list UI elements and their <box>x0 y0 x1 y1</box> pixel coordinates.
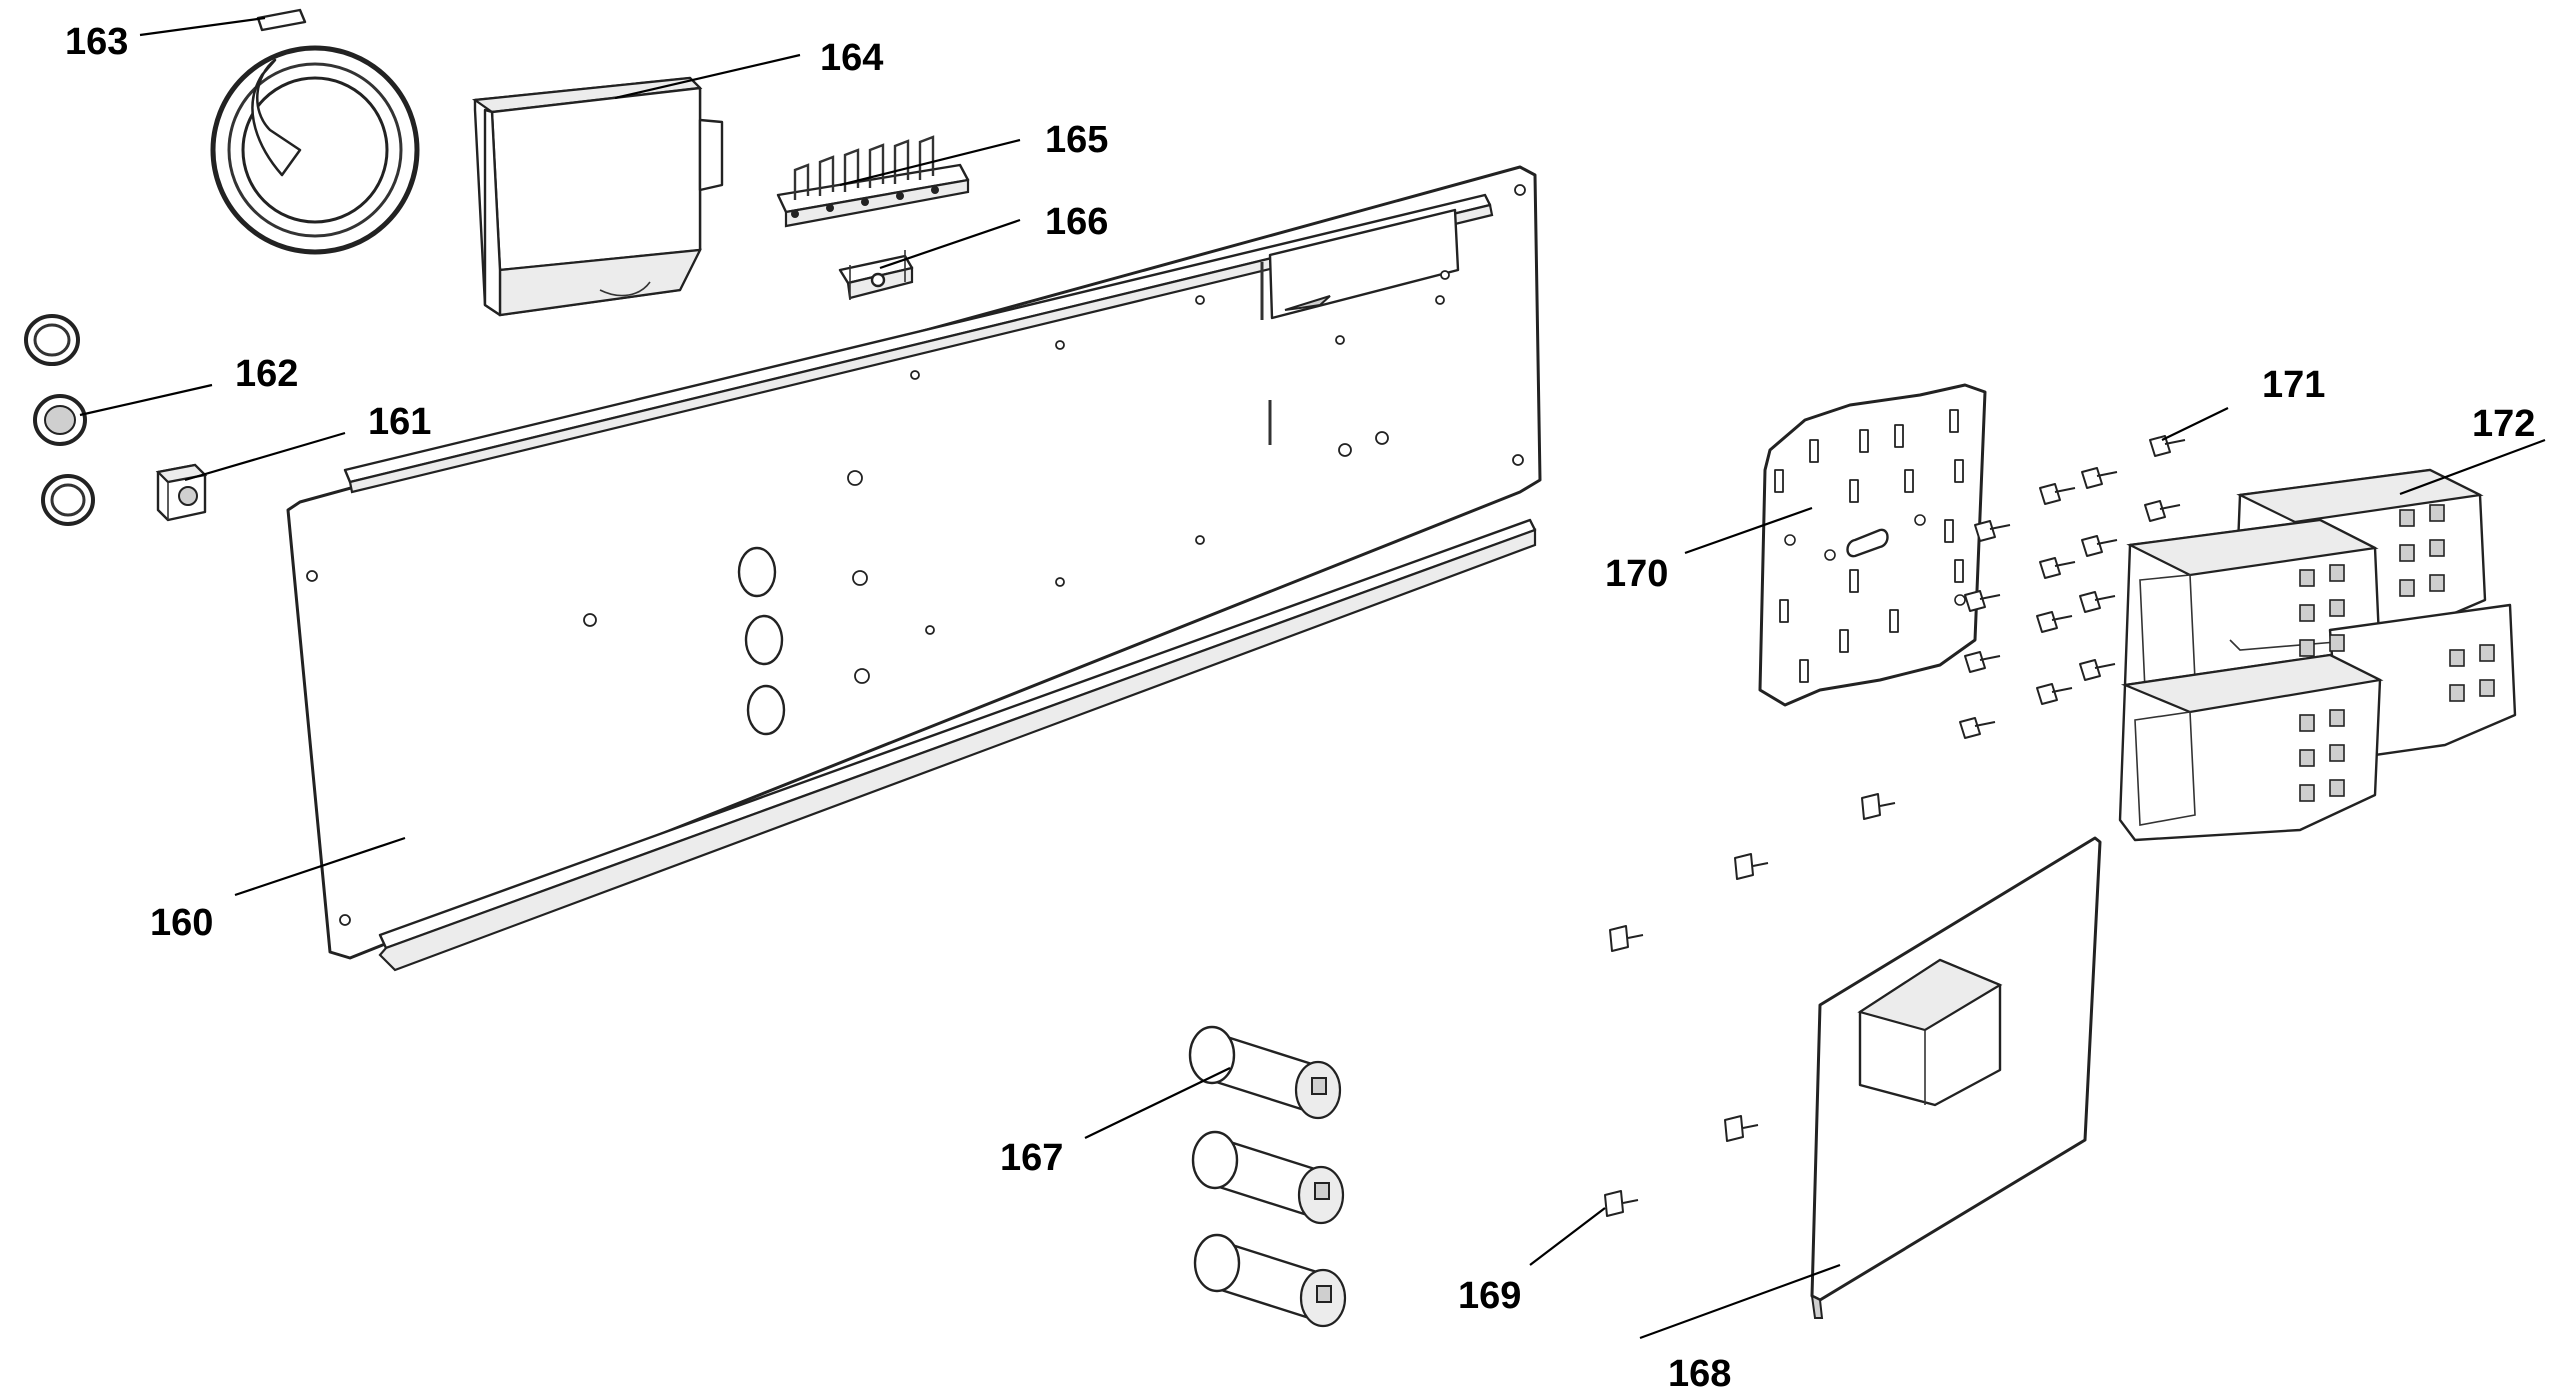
label-165: 165 <box>1045 119 1108 161</box>
label-168: 168 <box>1668 1353 1731 1395</box>
part-164-cover-box <box>471 76 724 317</box>
part-165-terminal-strip <box>776 135 970 228</box>
part-171-screws <box>1959 435 2186 739</box>
part-167-capacitors <box>1188 1025 1347 1328</box>
label-171: 171 <box>2262 364 2325 406</box>
label-161: 161 <box>368 401 431 443</box>
label-167: 167 <box>1000 1137 1063 1179</box>
label-164: 164 <box>820 37 883 79</box>
label-163: 163 <box>65 21 128 63</box>
part-169-standoffs <box>1604 793 1896 1217</box>
leader-lines <box>79 16 2546 1340</box>
part-166-connector <box>838 250 914 300</box>
part-172-contactors <box>2118 468 2517 842</box>
part-162-grommets <box>24 314 95 526</box>
part-168-circuit-board <box>1810 836 2102 1319</box>
label-160: 160 <box>150 902 213 944</box>
label-172: 172 <box>2472 403 2535 445</box>
label-170: 170 <box>1605 553 1668 595</box>
part-170-mounting-plate <box>1758 383 1987 707</box>
part-160-mounting-panel <box>286 165 1542 972</box>
part-163-coil <box>210 8 420 255</box>
label-162: 162 <box>235 353 298 395</box>
part-161-switch <box>155 463 208 522</box>
label-169: 169 <box>1458 1275 1521 1317</box>
label-166: 166 <box>1045 201 1108 243</box>
part-labels: 163 164 165 166 162 161 160 170 171 172 … <box>65 21 2535 1395</box>
